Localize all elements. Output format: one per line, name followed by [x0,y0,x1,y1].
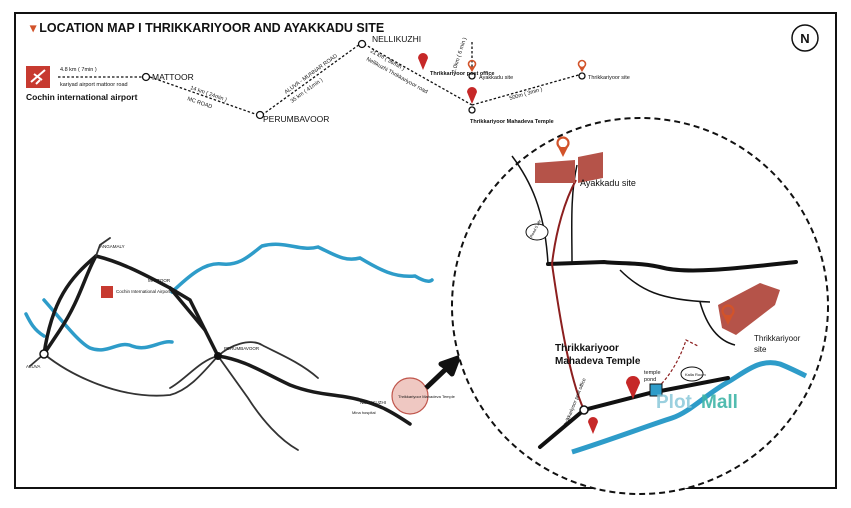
road-note-bubble-1 [525,223,549,241]
detail-temple-label-1: Thrikkariyoor [555,343,619,354]
overview-label-8: Mina hospital [352,410,376,415]
overview-airport-icon [101,286,113,298]
route-pins [418,53,587,104]
compass: N [791,24,819,52]
temple-pond [649,383,663,397]
ayakkadu-site-pin-icon [467,59,477,72]
detail-pond-label-1: temple [644,370,661,376]
map-title-text: LOCATION MAP I THRIKKARIYOOR AND AYAKKAD… [39,21,385,35]
ayakkadu-plot-1 [535,160,575,183]
overview-site-highlight [391,377,429,415]
detail-junction-node [579,405,589,415]
overview-roads [42,254,412,426]
detail-river [571,360,808,455]
map-title: ▾LOCATION MAP I THRIKKARIYOOR AND AYAKKA… [30,20,384,35]
overview-label-5: PERUMBAVOOR [224,346,260,351]
route-mattoor-label: MATTOOR [152,72,194,82]
detail-route-to-ayakkadu [550,179,585,411]
overview-label-6: NELLIKUZHI [360,400,386,405]
route-diagram [58,42,583,116]
location-pin-icon: ▾ [30,21,37,35]
detail-map [451,117,829,495]
route-thrikkariyoor-label: Thrikkariyoor site [588,75,630,81]
route-seg6: 500m ( 3min ) [509,87,543,102]
overview-minor-roads [29,237,319,451]
thrikkariyoor-plot [718,283,780,335]
detail-temple-pin-icon [626,376,640,399]
watermark-part1: Plot [656,392,693,413]
detail-post-office-pin-icon [588,417,598,434]
detail-thrikkariyoor-label-1: Thrikkariyoor [754,334,801,343]
compass-label: N [800,31,809,46]
zoom-arrow-icon [424,355,461,390]
overview-label-1: ANGAMALY [100,244,125,249]
detail-temple-label-2: Mahadeva Temple [555,356,641,367]
temple-pin-icon [467,87,477,104]
detail-circle [451,117,829,495]
detail-main-roads [538,259,798,449]
route-seg5: 1.0km ( 6 min ) [451,37,468,74]
overview-label-2: MATTOOR [148,278,171,283]
overview-rivers [24,242,434,352]
overview-label-4: ALUVA [26,364,40,369]
detail-minor-roads [511,155,736,346]
detail-thrikkariyoor-pin-icon [721,304,735,325]
route-seg1-top: 4.8 km ( 7min ) [60,67,97,73]
detail-thrikkariyoor-label-2: site [754,345,767,354]
route-airport-label: Cochin international airport [26,92,138,102]
overview-perumbavoor-node [214,352,222,360]
detail-pond-label-2: pond [644,377,656,383]
route-temple-label: Thrikkariyoor Mahadeva Temple [470,119,554,125]
route-seg2-bottom: MC ROAD [186,96,213,110]
thrikkariyoor-site-pin-icon [577,59,587,72]
route-perumbavoor-label: PERUMBAVOOR [263,114,329,124]
overview-label-3: Cochin International Airport [116,289,171,294]
detail-ayakkadu-label: Ayakkadu site [580,178,636,188]
overview-aluva-node [39,349,49,359]
detail-ayakkadu-pin-icon [556,136,570,157]
watermark-part2: Mall [701,392,738,413]
overview-label-7: Thrikkariyoor Mahadeva Temple [398,394,456,399]
airport-icon [26,66,50,88]
route-nellikuzhi-label: NELLIKUZHI [372,34,421,44]
road-note-bubble-2 [680,366,704,382]
route-seg1-bottom: kariyad airport mattoor road [60,82,128,88]
route-nodes [141,39,586,120]
watermark: Plot Mall [656,392,738,413]
route-ayakkadu-label: Ayakkadu site [479,75,513,81]
ayakkadu-plot-2 [578,152,603,183]
road-note-2: Kalla Room [685,372,706,377]
post-office-pin-icon [418,53,428,70]
route-post-office-label: Thrikkariyoor post office [430,71,495,77]
